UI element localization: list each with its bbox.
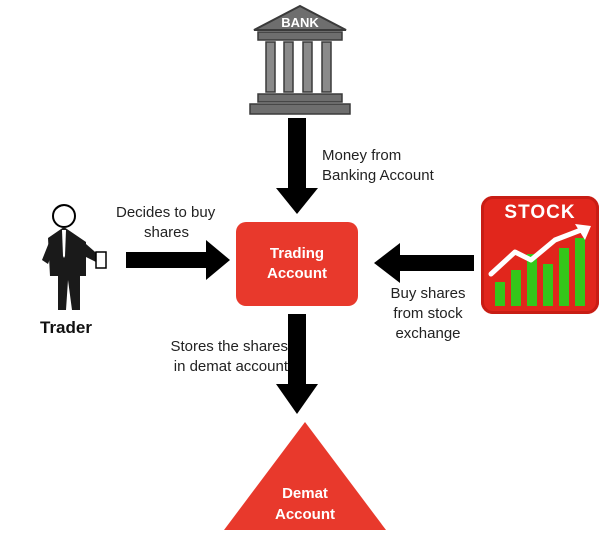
stock-bars-graphic <box>488 224 591 306</box>
decides-to-buy-line2: shares <box>144 224 190 241</box>
demat-account-triangle: Demat Account <box>224 422 386 530</box>
buy-shares-line1: Buy shares <box>390 285 466 302</box>
decides-to-buy-label: Decides to buy shares <box>116 203 236 243</box>
arrow-stock-to-trading <box>374 243 474 283</box>
buy-shares-line3: exchange <box>395 325 461 342</box>
stores-shares-line2: in demat account <box>173 358 288 375</box>
stock-chart-icon: STOCK <box>481 196 599 314</box>
businessman-icon <box>42 204 107 310</box>
bank-label: BANK <box>281 15 319 30</box>
decides-to-buy-line1: Decides to buy <box>116 204 216 221</box>
trading-account-label-line1: Trading <box>269 245 325 262</box>
demat-account-label-line1: Demat <box>282 485 328 502</box>
buy-shares-label: Buy shares from stock exchange <box>378 284 478 344</box>
money-from-bank-label: Money from Banking Account <box>322 146 462 186</box>
money-from-bank-line1: Money from <box>322 147 402 164</box>
arrow-trader-to-trading <box>126 240 230 280</box>
trading-account-box: Trading Account <box>236 222 358 306</box>
money-from-bank-line2: Banking Account <box>322 167 434 184</box>
stores-shares-line1: Stores the shares <box>170 338 288 355</box>
demat-account-label-line2: Account <box>275 506 335 523</box>
stock-label: STOCK <box>504 202 576 223</box>
arrow-trading-to-demat <box>276 314 318 414</box>
bank-building-icon: BANK <box>249 4 351 115</box>
trader-label: Trader <box>40 318 92 337</box>
stores-shares-label: Stores the shares in demat account <box>138 337 288 377</box>
buy-shares-line2: from stock <box>393 305 463 322</box>
trading-account-label-line2: Account <box>267 265 327 282</box>
arrow-bank-to-trading <box>276 118 318 214</box>
